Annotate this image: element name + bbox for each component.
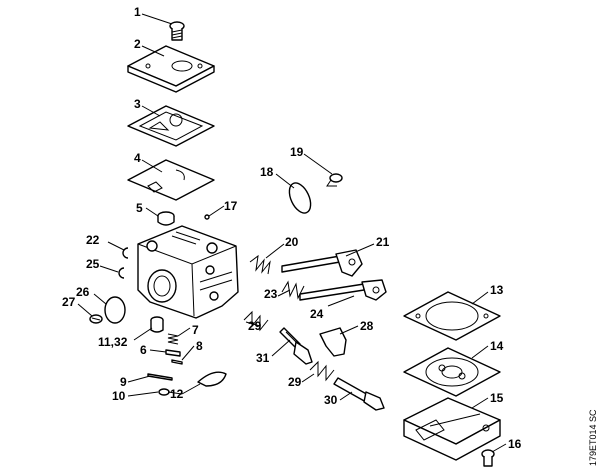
callout-29-upper: 29 xyxy=(248,319,262,333)
part-12-valve xyxy=(197,371,227,387)
part-19-screw xyxy=(326,173,343,187)
callout-6: 6 xyxy=(140,343,147,357)
callout-15: 15 xyxy=(490,391,504,405)
part-10-screw xyxy=(158,388,183,396)
part-25-circlip xyxy=(118,267,125,279)
part-27-screw xyxy=(89,314,103,324)
callout-11-32: 11,32 xyxy=(98,335,128,349)
callout-28: 28 xyxy=(360,319,374,333)
callout-7: 7 xyxy=(192,323,199,337)
part-23-spring xyxy=(281,280,305,300)
callout-27: 27 xyxy=(62,295,76,309)
part-22-circlip xyxy=(122,247,129,259)
carburetor-body xyxy=(137,225,239,319)
leader-lines xyxy=(77,13,507,453)
part-21-shaft xyxy=(281,249,363,277)
callout-20: 20 xyxy=(285,235,299,249)
part-6-lever xyxy=(165,349,181,357)
part-26-disc xyxy=(104,296,126,324)
callout-16: 16 xyxy=(508,437,522,451)
callout-17: 17 xyxy=(224,199,238,213)
part-5-inlet-screen xyxy=(157,211,175,226)
callout-3: 3 xyxy=(134,97,141,111)
callout-5: 5 xyxy=(136,201,143,215)
part-15-cover xyxy=(403,397,501,461)
part-14-diaphragm xyxy=(403,347,501,397)
callout-22: 22 xyxy=(86,233,100,247)
callout-26: 26 xyxy=(76,285,90,299)
callout-10: 10 xyxy=(112,389,126,403)
callout-8: 8 xyxy=(196,339,203,353)
part-30-needle xyxy=(333,377,385,411)
part-4-gasket xyxy=(127,159,215,201)
part-29-spring-lower xyxy=(309,360,335,382)
callout-24: 24 xyxy=(310,307,324,321)
callout-30: 30 xyxy=(324,393,338,407)
part-1-screw xyxy=(169,21,185,41)
part-2-pump-cover xyxy=(127,45,215,93)
callout-25: 25 xyxy=(86,257,100,271)
callout-13: 13 xyxy=(490,283,504,297)
callout-14: 14 xyxy=(490,339,504,353)
part-11-32-plug xyxy=(150,316,164,333)
part-29-spring-upper xyxy=(243,310,269,332)
part-7-spring xyxy=(167,333,179,345)
callout-19: 19 xyxy=(290,145,304,159)
callout-12: 12 xyxy=(170,387,184,401)
part-8-pin xyxy=(171,359,183,365)
callout-1: 1 xyxy=(134,5,141,19)
part-31-needle xyxy=(279,327,313,365)
part-9-needle xyxy=(147,373,173,381)
callout-23: 23 xyxy=(264,287,278,301)
callout-4: 4 xyxy=(134,151,141,165)
drawing-code: 179ET014 SC xyxy=(588,409,598,466)
callout-9: 9 xyxy=(120,375,127,389)
part-17-ball xyxy=(204,214,210,220)
part-13-gasket xyxy=(403,291,501,341)
callout-2: 2 xyxy=(134,37,141,51)
part-18-disc xyxy=(288,182,312,214)
callout-31: 31 xyxy=(256,351,270,365)
callout-21: 21 xyxy=(376,235,390,249)
part-16-screw xyxy=(481,449,495,467)
part-28-lever xyxy=(319,327,347,357)
callout-29-lower: 29 xyxy=(288,375,302,389)
callout-18: 18 xyxy=(260,165,274,179)
part-24-shaft xyxy=(299,279,387,301)
part-3-diaphragm xyxy=(127,105,215,147)
part-20-spring xyxy=(249,254,271,275)
